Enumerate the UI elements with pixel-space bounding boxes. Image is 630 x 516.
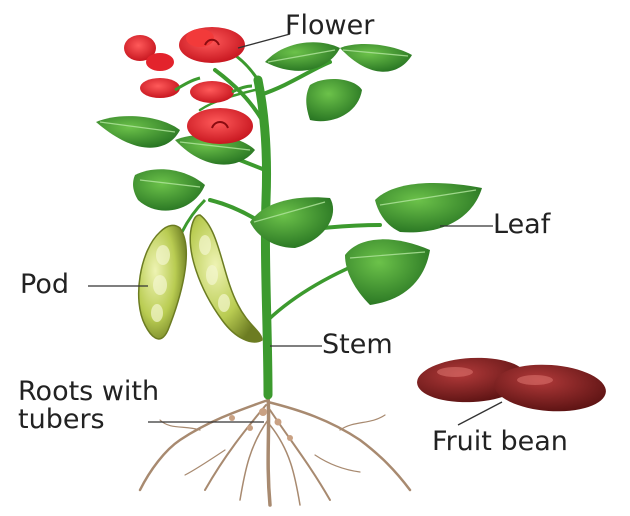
seed-bump [151, 304, 163, 322]
leaf [306, 79, 362, 121]
root-branch [185, 450, 225, 475]
seed-bump [206, 265, 218, 285]
label-flower: Flower [285, 12, 374, 39]
leader-line-fruit-bean [458, 402, 502, 425]
leaf [340, 44, 412, 72]
root-branch [340, 415, 385, 430]
petal [140, 78, 180, 98]
bean-highlight [517, 375, 553, 385]
leaf [96, 116, 180, 148]
label-leaf: Leaf [493, 211, 550, 238]
seed-bump [199, 235, 211, 255]
flower [179, 27, 245, 63]
bean-highlight [437, 367, 473, 377]
seed-bump [156, 245, 170, 265]
fruit-beans [416, 355, 608, 415]
petal [179, 27, 245, 63]
root-branch [270, 425, 300, 505]
tuber [259, 408, 267, 416]
tuber [287, 435, 293, 441]
leaf [133, 169, 205, 210]
root-tubers [229, 408, 293, 441]
flower [187, 108, 253, 144]
label-roots-with-tubers: Roots with tubers [18, 378, 238, 435]
label-fruit-bean: Fruit bean [432, 428, 568, 455]
leader-line-flower [238, 34, 290, 48]
pods [139, 200, 262, 342]
root-branch [268, 402, 410, 490]
label-roots-line1: Roots with [18, 376, 159, 407]
root-branch [315, 455, 360, 472]
seed-bump [218, 294, 230, 312]
leaf [265, 42, 340, 71]
leaf [345, 239, 430, 305]
tuber [275, 419, 282, 426]
label-pod: Pod [20, 271, 69, 298]
leaf [375, 183, 482, 232]
pod [190, 215, 262, 342]
label-roots-line2: tubers [18, 404, 105, 435]
petal [146, 53, 174, 71]
flower [124, 35, 174, 71]
petal [190, 81, 234, 103]
tuber [247, 425, 253, 431]
seed-bump [153, 275, 167, 295]
root-main [268, 395, 270, 505]
petal [187, 108, 253, 144]
label-stem: Stem [322, 331, 393, 358]
petal [186, 29, 214, 47]
